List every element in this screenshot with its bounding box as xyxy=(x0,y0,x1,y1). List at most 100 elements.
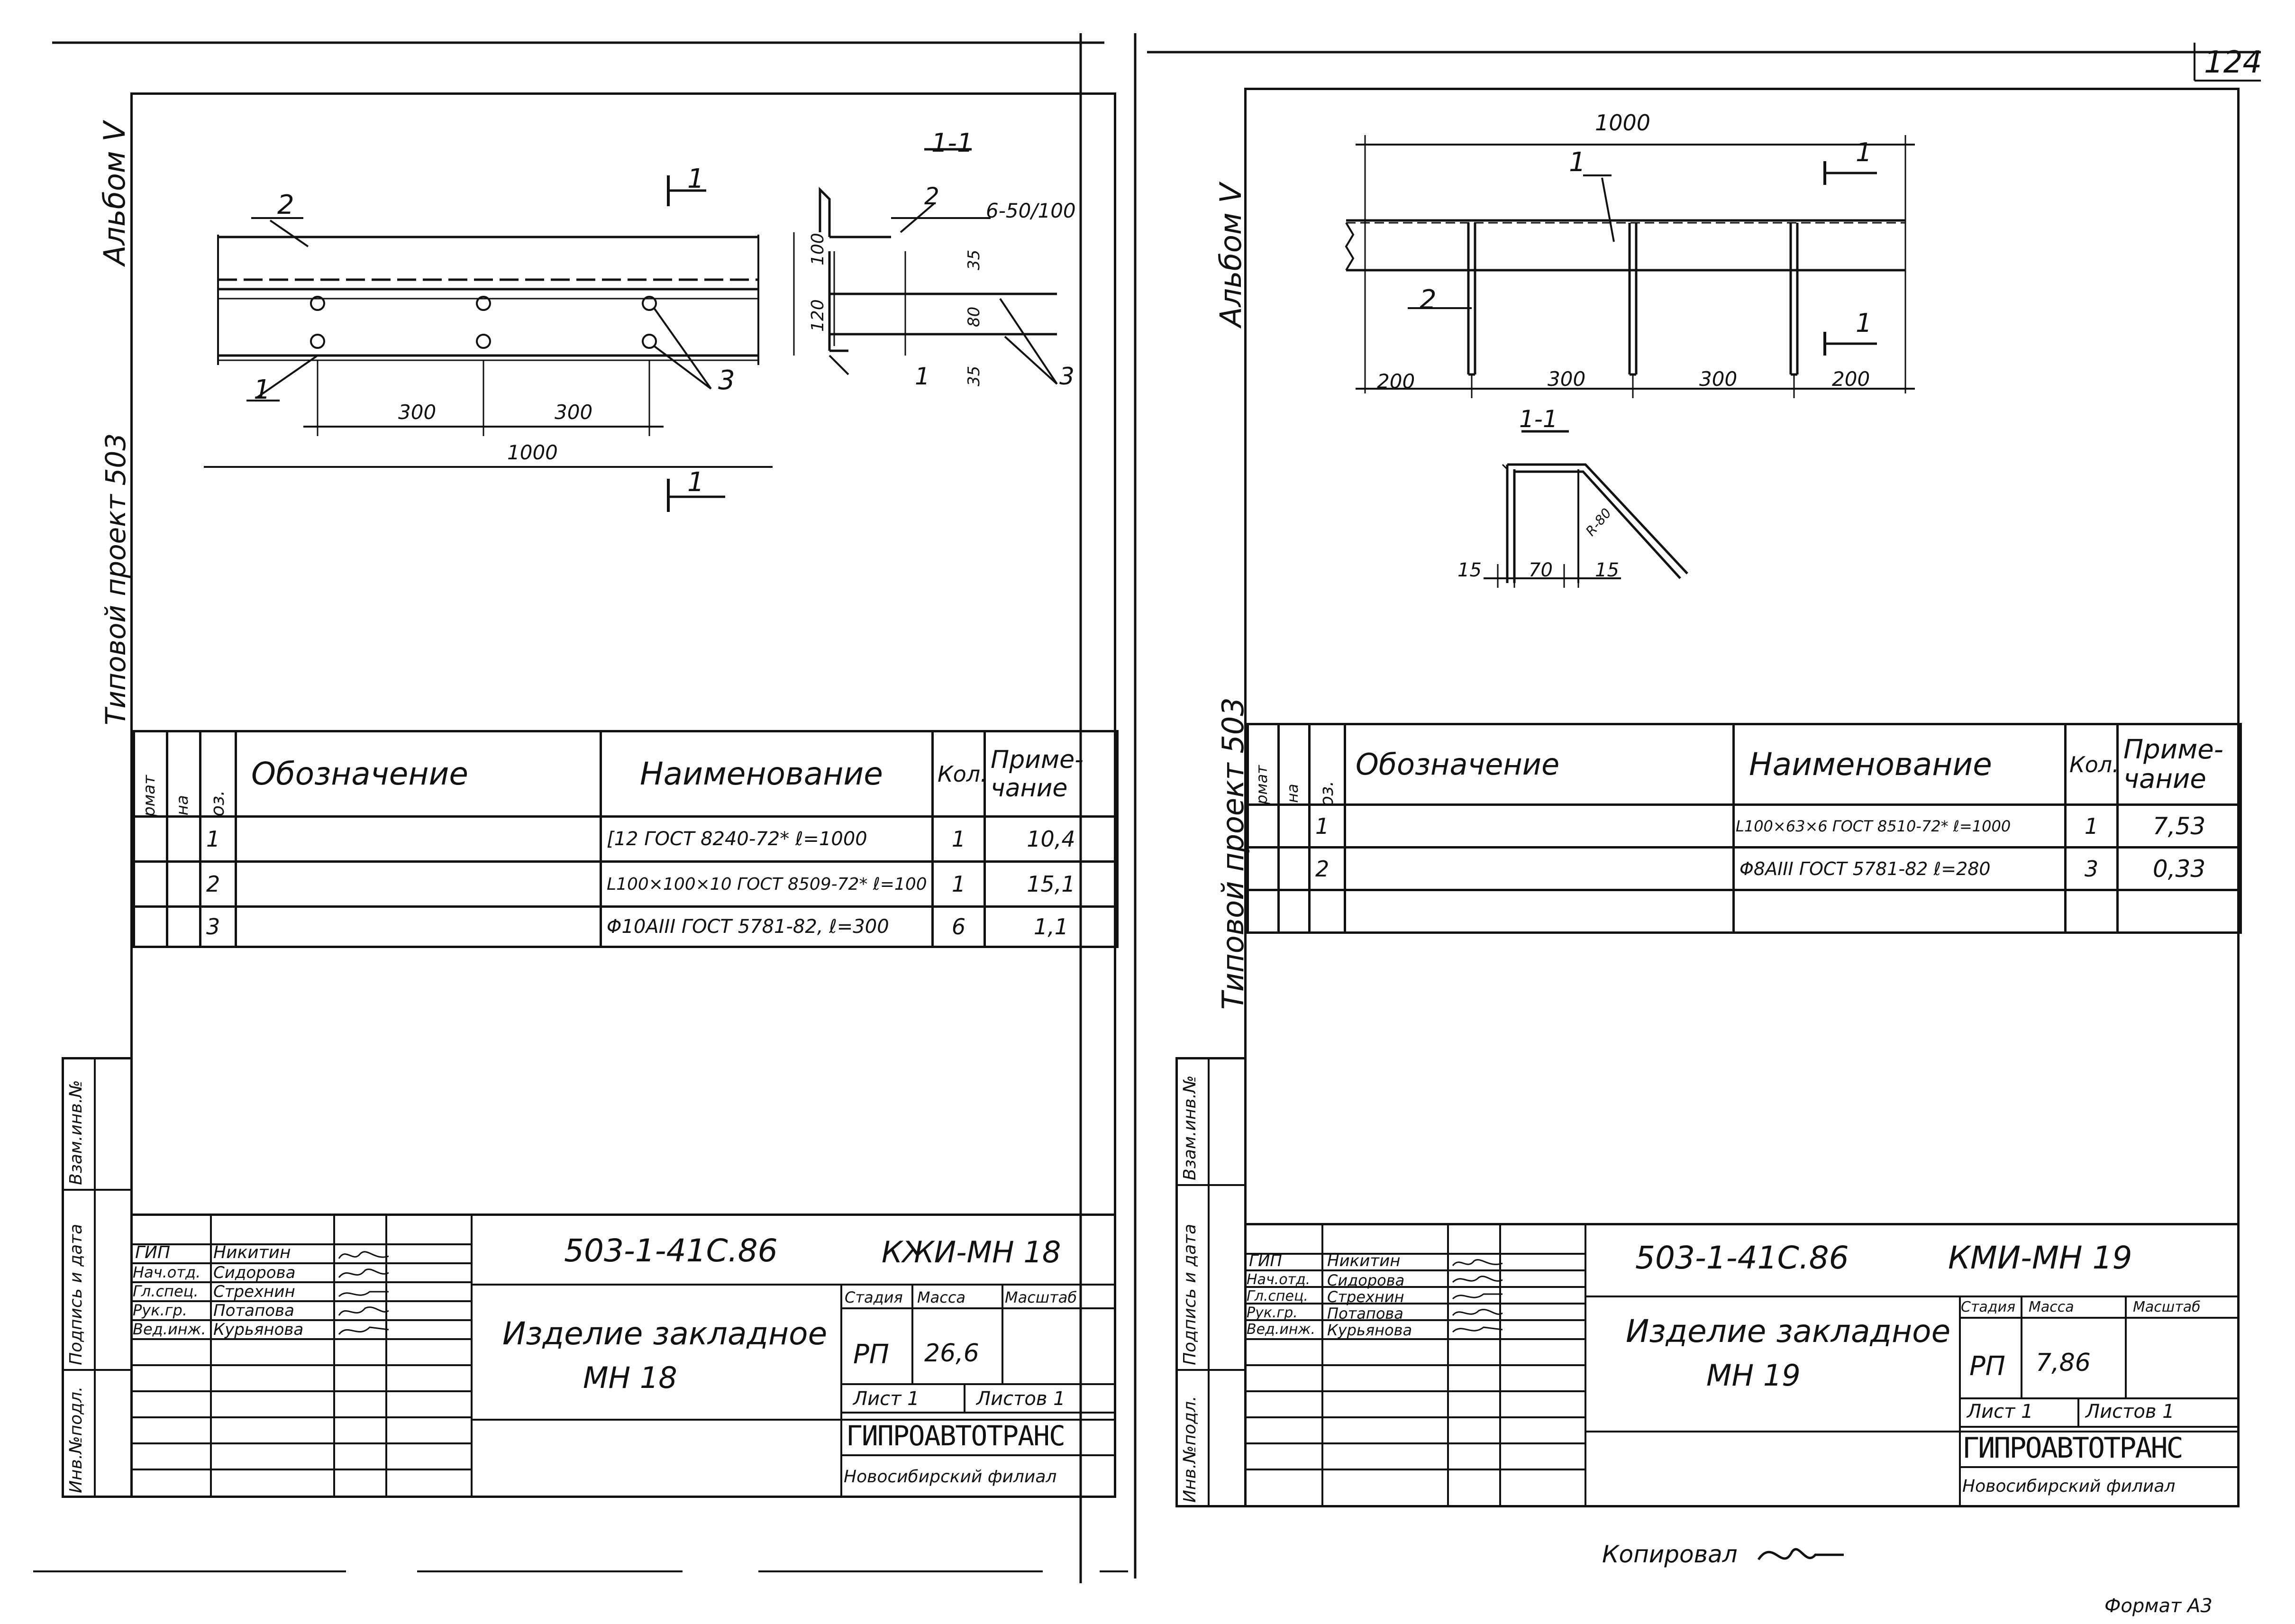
left-spec-table: Формат Зона Поз. Обозначение Наименовани… xyxy=(133,730,1119,948)
right-spec-h-pos: Поз. xyxy=(1308,723,1346,806)
right-tb-signatures xyxy=(1452,1259,1503,1333)
right-tb-role-3: Рук.гр. xyxy=(1247,1305,1298,1321)
left-tb-title-line1: Изделие закладное xyxy=(502,1315,828,1352)
right-spec-h-name: Наименование xyxy=(1732,723,2067,806)
left-dim-100: 100 xyxy=(808,233,828,265)
right-section-mark-bottom: 1 xyxy=(1856,308,1872,338)
right-dim-200b: 200 xyxy=(1832,367,1870,391)
left-tb-org: ГИПРОАВТОТРАНС xyxy=(846,1420,1066,1452)
right-spec-table: Формат Зона Поз. Обозначение Наименовани… xyxy=(1247,723,2242,934)
right-tb-role-2: Гл.спец. xyxy=(1247,1288,1308,1305)
left-weld-label: 6-50/100 xyxy=(986,199,1076,222)
left-spec-h-pos: Поз. xyxy=(199,730,237,818)
right-stamp-inv: Инв.№подл. xyxy=(1180,1396,1200,1503)
right-dim-70: 70 xyxy=(1529,559,1553,581)
left-dim-1000: 1000 xyxy=(507,441,558,464)
right-spec-h-format: Формат xyxy=(1247,723,1280,806)
right-project-label: Типовой проект 503 xyxy=(1216,697,1250,1010)
right-pos2-label: 2 xyxy=(1420,284,1437,315)
right-tb-mass: 7,86 xyxy=(2036,1349,2091,1377)
left-project-label: Типовой проект 503 xyxy=(100,433,132,725)
left-spec-h-format: Формат xyxy=(133,730,168,818)
left-spec-row3-note: 1,1 xyxy=(984,905,1119,948)
left-tb-sheets: Листов 1 xyxy=(976,1388,1066,1410)
left-spec-row2-note: 15,1 xyxy=(984,860,1119,908)
right-tb-name-2: Стрехнин xyxy=(1327,1288,1404,1306)
left-tb-name-2: Стрехнин xyxy=(213,1282,295,1301)
right-tb-code: 503-1-41С.86 xyxy=(1635,1240,1849,1276)
right-spec-row2-name: Φ8АIII ГОСТ 5781-82 ℓ=280 xyxy=(1732,846,2067,891)
left-tb-name-1: Сидорова xyxy=(213,1263,296,1282)
right-spec-h-qty: Кол. xyxy=(2064,723,2119,806)
right-dim-15b: 15 xyxy=(1595,559,1619,581)
left-tb-name-4: Курьянова xyxy=(213,1320,304,1339)
right-spec-row1-note: 7,53 xyxy=(2116,803,2242,848)
right-title-block-grid xyxy=(1244,1223,2240,1507)
left-pos3-label: 3 xyxy=(718,365,735,396)
left-tb-role-1: Нач.отд. xyxy=(133,1263,201,1281)
left-dim-300b: 300 xyxy=(555,401,593,424)
left-section-title: 1-1 xyxy=(931,128,974,158)
left-spec-row3-pos: 3 xyxy=(199,905,237,948)
left-tb-mass-header: Масса xyxy=(917,1288,966,1306)
left-tb-role-2: Гл.спец. xyxy=(133,1282,199,1300)
left-tb-signatures xyxy=(338,1251,389,1335)
left-title-block xyxy=(130,1213,1116,1498)
left-side-stamp-lines xyxy=(62,1057,133,1498)
left-tb-stage-header: Стадия xyxy=(845,1288,903,1306)
left-spec-h-designation: Обозначение xyxy=(235,730,602,818)
left-tb-sheet-code: КЖИ-МН 18 xyxy=(882,1235,1061,1269)
right-embedded-part-drawing xyxy=(1345,135,1915,588)
right-tb-org: ГИПРОАВТОТРАНС xyxy=(1962,1432,2184,1465)
left-dim-300a: 300 xyxy=(398,401,437,424)
right-tb-sheet: Лист 1 xyxy=(1967,1401,2033,1423)
left-stamp-sign: Подпись и дата xyxy=(66,1223,86,1365)
left-tb-name-0: Никитин xyxy=(213,1243,291,1262)
left-dim-80: 80 xyxy=(965,306,984,327)
left-spec-row2-name: L100×100×10 ГОСТ 8509-72* ℓ=100 xyxy=(600,860,934,908)
left-tb-scale-header: Масштаб xyxy=(1005,1288,1077,1306)
left-title-block-grid xyxy=(130,1213,1116,1498)
right-spec-row1-pos: 1 xyxy=(1308,803,1346,848)
left-embedded-part-drawing xyxy=(204,148,1058,512)
right-dim-200a: 200 xyxy=(1377,370,1415,393)
right-stamp-replace: Взам.инв.№ xyxy=(1180,1075,1200,1180)
left-spec-row2-qty: 1 xyxy=(931,860,986,908)
right-tb-role-0: ГИП xyxy=(1249,1251,1282,1270)
left-spec-row1-note: 10,4 xyxy=(984,815,1119,863)
left-tb-mass: 26,6 xyxy=(924,1339,979,1368)
right-pos1-label: 1 xyxy=(1569,147,1586,178)
left-tb-name-3: Потапова xyxy=(213,1301,294,1320)
left-dim-120: 120 xyxy=(808,299,828,332)
right-tb-sheets: Листов 1 xyxy=(2086,1401,2175,1423)
left-tb-title-line2: МН 18 xyxy=(583,1360,677,1395)
right-dim-15a: 15 xyxy=(1457,559,1482,581)
left-stamp-inv: Инв.№подл. xyxy=(66,1386,86,1493)
left-spec-row1-name: [12 ГОСТ 8240-72* ℓ=1000 xyxy=(600,815,934,863)
left-section-mark-bottom: 1 xyxy=(687,467,704,498)
right-tb-name-1: Сидорова xyxy=(1327,1271,1405,1289)
right-tb-role-4: Вед.инж. xyxy=(1247,1321,1315,1338)
left-spec-h-zone: Зона xyxy=(166,730,201,818)
right-spec-row1-qty: 1 xyxy=(2064,803,2119,848)
right-tb-name-0: Никитин xyxy=(1327,1251,1401,1270)
left-spec-h-name: Наименование xyxy=(600,730,934,818)
right-spec-h-note: Приме-чание xyxy=(2116,723,2242,806)
left-spec-row1-pos: 1 xyxy=(199,815,237,863)
left-dim-35a: 35 xyxy=(965,249,984,270)
right-tb-role-1: Нач.отд. xyxy=(1247,1271,1311,1288)
left-tb-role-3: Рук.гр. xyxy=(133,1301,188,1319)
format-label: Формат А3 xyxy=(2104,1595,2213,1617)
left-tb-sheet: Лист 1 xyxy=(853,1388,920,1410)
right-tb-name-3: Потапова xyxy=(1327,1305,1403,1323)
right-spec-row1-name: L100×63×6 ГОСТ 8510-72* ℓ=1000 xyxy=(1732,803,2067,848)
copier-signature xyxy=(1757,1548,1844,1560)
left-tb-role-0: ГИП xyxy=(135,1243,171,1262)
right-dim-1000: 1000 xyxy=(1595,110,1651,136)
left-pos2-label: 2 xyxy=(277,190,294,220)
right-side-stamp-lines xyxy=(1175,1057,1247,1507)
left-dim-35b: 35 xyxy=(965,365,984,386)
right-dim-300b: 300 xyxy=(1699,367,1738,391)
left-spec-h-qty: Кол. xyxy=(931,730,986,818)
left-tb-code: 503-1-41С.86 xyxy=(564,1232,778,1269)
